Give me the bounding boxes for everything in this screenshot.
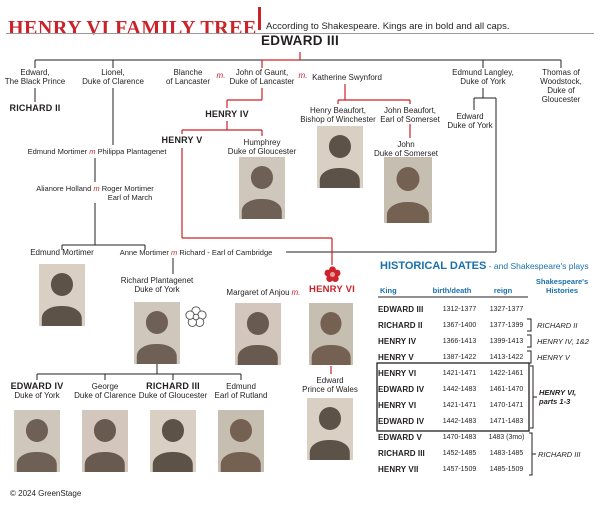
person-alianore-roger-title: Earl of March [107,193,153,202]
person-richard-plantagenet: Richard Plantagenet Duke of York [120,276,194,294]
person-edmund-rutland: Edmund Earl of Rutland [214,382,268,400]
photo-john-somerset [384,157,432,223]
subtitle: According to Shakespeare. Kings are in b… [266,20,510,32]
person-henry-beaufort: Henry Beaufort, Bishop of Winchester [300,106,376,124]
header-rule [6,33,594,34]
header-divider [258,7,261,30]
person-edmund-mortimer-2: Edmund Mortimer [30,248,94,257]
white-rose-icon [185,306,207,327]
person-john-somerset: John Duke of Somerset [373,140,439,158]
person-edward-iv: EDWARD IV Duke of York [10,381,64,401]
person-katherine-swynford: Katherine Swynford [312,73,382,82]
photo-henry-vi [309,303,353,365]
play-henry-iv: HENRY IV, 1&2 [537,337,589,346]
play-richard-ii: RICHARD II [537,321,578,330]
person-henry-iv: HENRY IV [205,109,249,119]
person-thomas-woodstock: Thomas of Woodstock, Duke of Gloucester [540,68,582,104]
person-edmund-langley: Edmund Langley, Duke of York [452,68,514,86]
photo-richard-iii [150,410,196,472]
red-rose-icon [324,266,341,282]
column-header-birth: birth/death [432,286,472,295]
column-header-reign: reign [493,286,513,295]
photo-george [82,410,128,472]
column-header-plays-1: Shakespeare's [535,277,589,286]
photo-edward-prince-of-wales [307,398,353,460]
photo-edward-iv [14,410,60,472]
person-anne-mortimer-richard: Anne Mortimer m Richard - Earl of Cambri… [119,248,273,257]
page-title: HENRY VI FAMILY TREE [8,17,257,40]
person-alianore-roger: Alianore Holland m Roger Mortimer [36,184,154,193]
person-margaret-of-anjou: Margaret of Anjou [226,288,290,297]
person-lionel: Lionel, Duke of Clarence [82,68,144,86]
photo-humphrey [239,157,285,219]
person-henry-vi: HENRY VI [309,284,355,295]
person-richard-iii: RICHARD III Duke of Gloucester [138,381,208,401]
person-richard-ii: RICHARD II [9,103,61,113]
person-edward-duke-of-york: Edward Duke of York [447,112,493,130]
play-henry-v: HENRY V [537,353,570,362]
marriage-label: m. [291,288,301,297]
photo-henry-beaufort [317,126,363,188]
person-henry-v: HENRY V [161,135,203,145]
person-george: George Duke of Clarence [74,382,136,400]
photo-margaret-of-anjou [235,303,281,365]
person-edward-black-prince: Edward, The Black Prince [4,68,66,86]
person-blanche: Blanche of Lancaster [165,68,211,86]
copyright: © 2024 GreenStage [10,489,82,498]
marriage-label: m. [216,71,226,80]
play-richard-iii: RICHARD III [538,450,581,459]
person-humphrey: Humphrey Duke of Gloucester [227,138,297,156]
dates-panel-title: HISTORICAL DATES - and Shakespeare's pla… [380,260,589,272]
person-edward-iii: EDWARD III [260,33,340,48]
marriage-label: m. [298,71,308,80]
column-header-king: King [380,286,397,295]
photo-richard-plantagenet [134,302,180,364]
person-john-beaufort: John Beaufort, Earl of Somerset [380,106,440,124]
column-header-plays-2: Histories [545,286,579,295]
play-henry-vi-parts: HENRY VI, parts 1-3 [539,388,577,406]
person-edmund-mortimer-philippa: Edmund Mortimer m Philippa Plantagenet [27,147,167,156]
photo-edmund-rutland [218,410,264,472]
person-john-of-gaunt: John of Gaunt, Duke of Lancaster [229,68,295,86]
person-edward-prince-of-wales: Edward Prince of Wales [302,376,358,394]
photo-edmund-mortimer [39,264,85,326]
